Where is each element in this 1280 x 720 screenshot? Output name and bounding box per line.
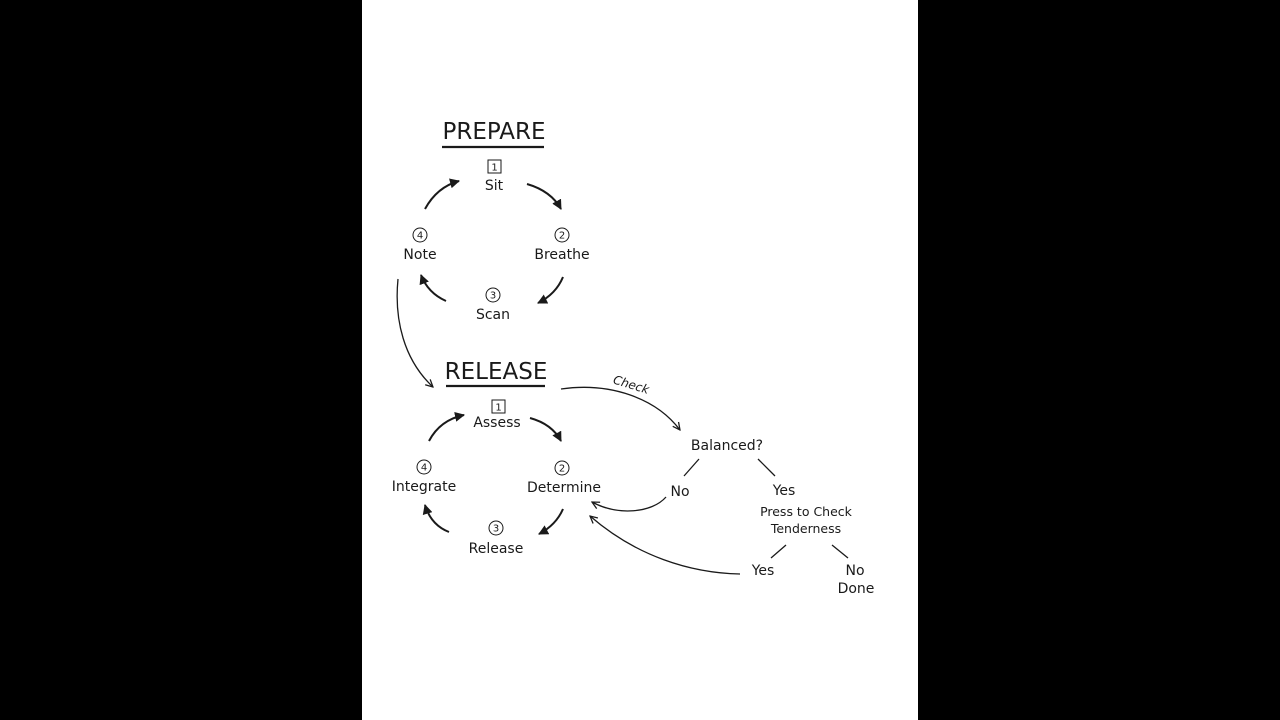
release-cycle: RELEASE 1 Assess 2 Determine 3 Release 4… (392, 359, 601, 557)
balanced-yes-label: Yes (772, 483, 796, 499)
arrow-sit-to-breathe (526, 183, 562, 210)
press-to-check-line1: Press to Check (760, 504, 853, 519)
arrow-note-to-sit (424, 178, 460, 210)
step-number: 1 (495, 403, 501, 414)
step-label: Breathe (534, 247, 589, 263)
prepare-title: PREPARE (442, 119, 545, 145)
arrow-scan-to-note (419, 274, 447, 302)
step-label: Scan (476, 307, 510, 323)
decision-branch: Check Balanced? No Yes Press to Check Te… (560, 373, 875, 597)
branch-line-yes (757, 458, 776, 477)
release-step-release: 3 Release (469, 520, 524, 557)
prepare-step-scan: 3 Scan (476, 287, 510, 323)
prepare-cycle: PREPARE 1 Sit 2 Breathe 3 Scan 4 Note (403, 119, 589, 323)
step-number: 4 (421, 463, 427, 474)
step-number-circle (554, 460, 570, 476)
arrow-breathe-to-scan (537, 276, 564, 304)
arrow-no-to-determine (592, 496, 667, 512)
step-number-circle (485, 287, 501, 303)
branch-line-tender-no (831, 544, 849, 559)
step-number: 1 (491, 163, 497, 174)
step-number-box (487, 159, 502, 174)
prepare-step-note: 4 Note (403, 227, 437, 263)
step-label: Determine (527, 480, 601, 496)
diagram-page (362, 0, 918, 720)
done-label: Done (838, 581, 875, 597)
release-step-assess: 1 Assess (473, 399, 521, 431)
check-label: Check (611, 373, 651, 397)
balanced-question: Balanced? (691, 438, 763, 454)
branch-line-tender-yes (770, 544, 787, 559)
tender-no-label: No (845, 563, 864, 579)
arrow-determine-to-release (538, 508, 564, 535)
step-number: 3 (493, 524, 499, 535)
arrow-note-to-release (396, 278, 433, 387)
arrow-assess-to-determine (529, 417, 562, 442)
arrow-release-to-integrate (422, 504, 450, 533)
step-number-circle (412, 227, 428, 243)
balanced-no-label: No (670, 484, 689, 500)
step-label: Note (403, 247, 436, 263)
prepare-step-breathe: 2 Breathe (534, 227, 590, 263)
step-number: 3 (490, 291, 496, 302)
step-number: 4 (417, 231, 423, 242)
arrow-integrate-to-assess (428, 411, 465, 442)
step-label: Release (469, 541, 524, 557)
release-title: RELEASE (445, 359, 548, 385)
tender-yes-label: Yes (751, 563, 775, 579)
step-number-circle (488, 520, 504, 536)
step-label: Integrate (392, 479, 456, 495)
step-label: Sit (485, 178, 504, 194)
step-number: 2 (559, 464, 565, 475)
step-number-circle (416, 459, 432, 475)
step-number: 2 (559, 231, 565, 242)
step-label: Assess (473, 415, 520, 431)
step-number-circle (554, 227, 570, 243)
step-number-box (491, 399, 506, 414)
release-step-determine: 2 Determine (527, 460, 601, 496)
branch-line-no (683, 458, 700, 477)
press-to-check-line2: Tenderness (770, 521, 841, 536)
prepare-step-sit: 1 Sit (485, 159, 504, 194)
release-step-integrate: 4 Integrate (392, 459, 456, 495)
arrow-yes-to-determine (590, 516, 741, 575)
arrow-check-to-balanced (560, 386, 680, 430)
